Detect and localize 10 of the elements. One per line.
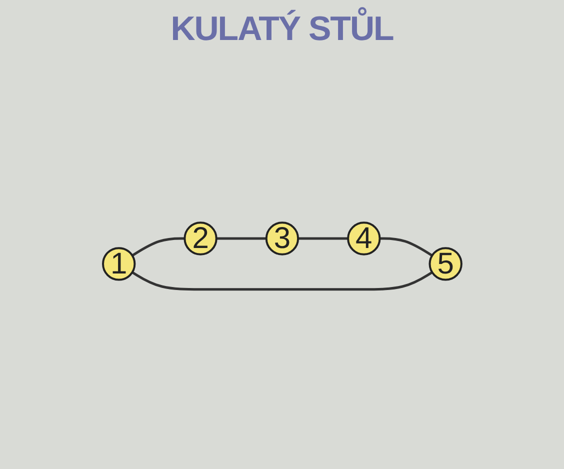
connector (298, 238, 348, 240)
node-circle: 5 (428, 247, 462, 282)
connector (131, 272, 433, 291)
node-circle: 4 (346, 222, 381, 256)
node-circle: 3 (265, 222, 299, 256)
connector (216, 238, 266, 240)
node-circle: 1 (102, 247, 136, 282)
connector (380, 238, 433, 257)
connector (131, 238, 184, 257)
node-circle: 2 (183, 222, 218, 256)
